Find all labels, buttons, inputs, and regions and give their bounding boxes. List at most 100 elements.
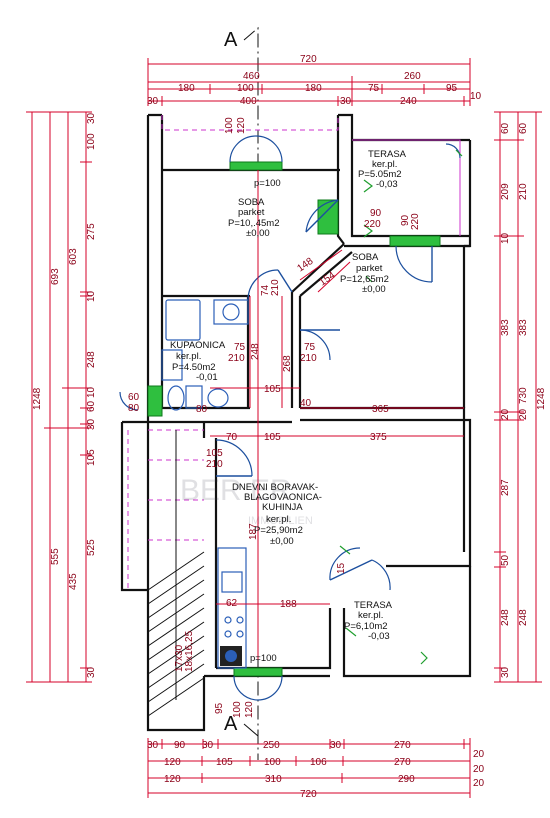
dim-bot-total: 720 bbox=[300, 789, 317, 800]
dim-right-730: 730 bbox=[518, 387, 529, 404]
dim-bot-30a: 30 bbox=[147, 740, 159, 751]
room-area: P=4.50m2 bbox=[172, 362, 216, 373]
label-210c: 210 bbox=[206, 459, 223, 470]
label-220: 220 bbox=[364, 219, 381, 230]
label-stairs-1: 17x30 bbox=[174, 644, 185, 672]
label-80: 80 bbox=[128, 403, 140, 414]
dim-right-10: 10 bbox=[500, 232, 511, 244]
dim-left-275: 275 bbox=[86, 223, 97, 240]
label-40: 40 bbox=[300, 398, 312, 409]
room-name-line3: KUHINJA bbox=[262, 502, 303, 513]
dim-right-287: 287 bbox=[500, 479, 511, 496]
dim-right-20a: 20 bbox=[500, 408, 511, 420]
label-75b: 75 bbox=[304, 342, 316, 353]
dim-bot-20b: 20 bbox=[473, 764, 485, 775]
label-15: 15 bbox=[336, 562, 347, 574]
room-name-line2: BLAGOVAONICA- bbox=[244, 492, 322, 503]
dim-left-10b: 10 bbox=[86, 386, 97, 398]
dim-top-180b: 180 bbox=[305, 83, 322, 94]
dim-bot-20c: 20 bbox=[473, 778, 485, 789]
doors bbox=[119, 135, 461, 701]
dim-top-260: 260 bbox=[404, 71, 421, 82]
label-210-top: 210 bbox=[270, 279, 281, 296]
window-top bbox=[229, 161, 283, 171]
room-area: P=12,65m2 bbox=[340, 274, 389, 285]
room-area: P=5.05m2 bbox=[358, 169, 402, 180]
dim-left-105: 105 bbox=[86, 449, 97, 466]
dim-right-30: 30 bbox=[500, 666, 511, 678]
room-dnevni-boravak: DNEVNI BORAVAK- BLAGOVAONICA- KUHINJA ke… bbox=[232, 482, 322, 547]
label-p100-bottom: p=100 bbox=[250, 653, 277, 664]
interior-dimension-labels: p=100 p=100 90 220 90 220 148 154 75 210… bbox=[128, 117, 421, 718]
label-95: 95 bbox=[214, 702, 225, 714]
label-188: 188 bbox=[280, 599, 297, 610]
dim-bot-270b: 270 bbox=[394, 757, 411, 768]
label-74: 74 bbox=[260, 284, 271, 296]
room-level: ±0,00 bbox=[246, 228, 270, 239]
dim-top-10: 10 bbox=[470, 91, 482, 102]
dim-right-209: 209 bbox=[500, 183, 511, 200]
dim-top-100: 100 bbox=[237, 83, 254, 94]
dim-right-383b: 383 bbox=[518, 319, 529, 336]
dim-bot-120a: 120 bbox=[164, 757, 181, 768]
dim-left-525: 525 bbox=[86, 539, 97, 556]
dim-top-75: 75 bbox=[368, 83, 380, 94]
room-name: SOBA bbox=[352, 252, 379, 263]
dim-right-383a: 383 bbox=[500, 319, 511, 336]
dim-left-100: 100 bbox=[86, 133, 97, 150]
room-name: KUPAONICA bbox=[170, 340, 226, 351]
room-kupaonica: KUPAONICA ker.pl. P=4.50m2 -0,01 bbox=[170, 340, 226, 383]
room-floor: ker.pl. bbox=[358, 610, 383, 621]
room-terasa-top: TERASA ker.pl. P=5.05m2 -0,03 bbox=[358, 149, 407, 190]
label-stairs-2: 18x16,25 bbox=[184, 630, 195, 672]
room-level: -0,03 bbox=[368, 631, 390, 642]
label-60: 60 bbox=[128, 392, 140, 403]
dim-top-95: 95 bbox=[446, 83, 458, 94]
dim-bot-310: 310 bbox=[265, 774, 282, 785]
label-375: 375 bbox=[370, 432, 387, 443]
room-floor: ker.pl. bbox=[372, 159, 397, 170]
left-dimensions: 1248 693 555 603 435 30 100 275 10 248 1… bbox=[26, 111, 97, 683]
label-80b: 80 bbox=[196, 404, 208, 415]
dim-left-248: 248 bbox=[86, 351, 97, 368]
dim-top-400: 400 bbox=[240, 96, 257, 107]
top-dimensions: 720 460 260 180 100 180 75 95 30 400 30 … bbox=[147, 54, 482, 107]
label-70: 70 bbox=[226, 432, 238, 443]
dim-right-1248: 1248 bbox=[536, 387, 547, 410]
dim-top-460: 460 bbox=[243, 71, 260, 82]
dim-bot-250: 250 bbox=[263, 740, 280, 751]
dim-right-248b: 248 bbox=[518, 609, 529, 626]
dim-top-total: 720 bbox=[300, 54, 317, 65]
watermark: BER ER IMMOBILIEN bbox=[180, 474, 313, 527]
dim-left-30a: 30 bbox=[86, 112, 97, 124]
dim-bot-100: 100 bbox=[264, 757, 281, 768]
dim-bot-20a: 20 bbox=[473, 749, 485, 760]
room-terasa-bottom: TERASA ker.pl. P=6,10m2 -0,03 bbox=[344, 600, 393, 642]
dim-bot-106: 106 bbox=[310, 757, 327, 768]
label-90b: 90 bbox=[400, 214, 411, 226]
dim-bot-290: 290 bbox=[398, 774, 415, 785]
dim-bot-105: 105 bbox=[216, 757, 233, 768]
dim-top-240: 240 bbox=[400, 96, 417, 107]
dim-right-20b: 20 bbox=[518, 408, 529, 420]
room-area: P=25,90m2 bbox=[254, 525, 303, 536]
room-area: P=10,.45m2 bbox=[228, 218, 280, 229]
room-level: ±0,00 bbox=[270, 536, 294, 547]
dim-left-30b: 30 bbox=[86, 418, 97, 430]
dim-left-1248: 1248 bbox=[32, 387, 43, 410]
label-105b: 105 bbox=[264, 432, 281, 443]
svg-text:IMMOBILIEN: IMMOBILIEN bbox=[248, 515, 313, 527]
dim-top-30a: 30 bbox=[147, 96, 159, 107]
room-name: TERASA bbox=[368, 149, 407, 160]
label-105c: 105 bbox=[206, 448, 223, 459]
dim-top-180a: 180 bbox=[178, 83, 195, 94]
door-terasa-top bbox=[317, 199, 339, 235]
section-arrow-bottom bbox=[243, 723, 259, 737]
label-62: 62 bbox=[226, 598, 238, 609]
room-name: SOBA bbox=[238, 197, 265, 208]
label-365: 365 bbox=[372, 404, 389, 415]
label-187: 187 bbox=[248, 523, 259, 540]
dim-bot-30c: 30 bbox=[330, 740, 342, 751]
dim-top-30b: 30 bbox=[340, 96, 352, 107]
